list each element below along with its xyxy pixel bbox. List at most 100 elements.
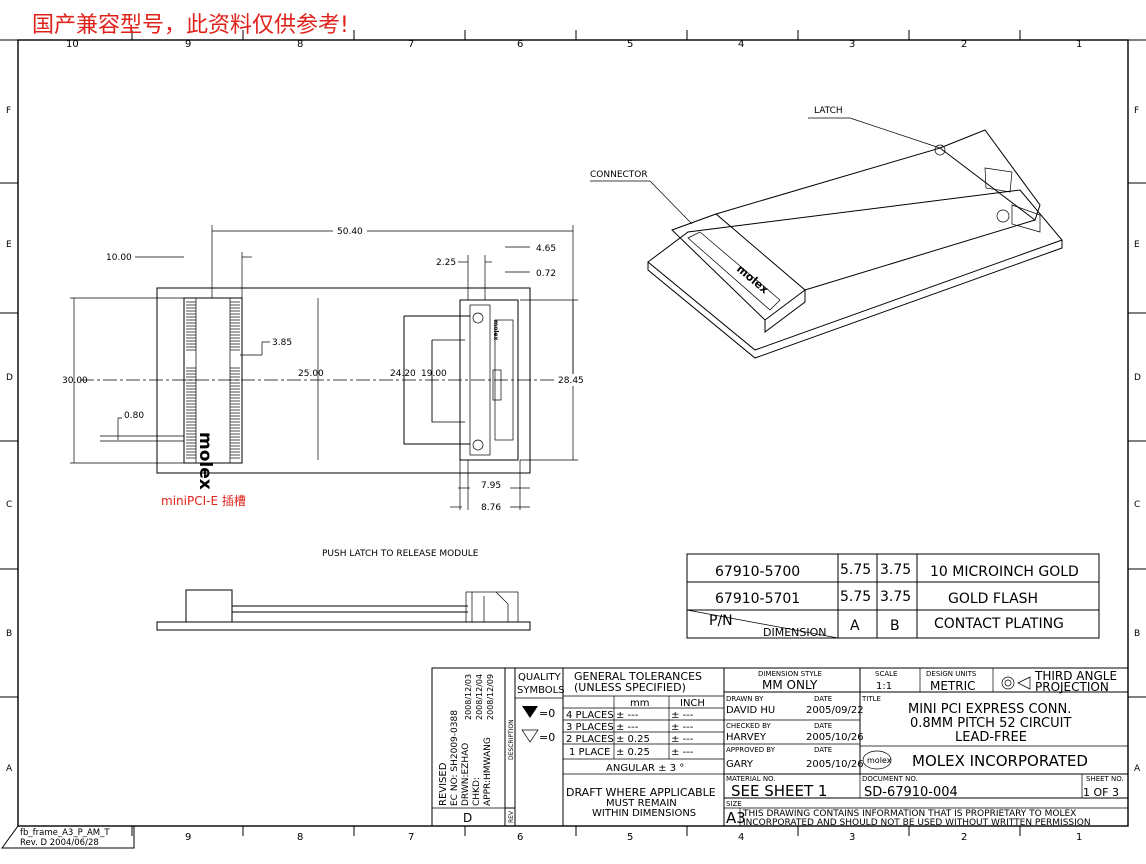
approved-by-label: APPROVED BY	[726, 746, 776, 754]
dim-50-40: 50.40	[337, 227, 363, 237]
isometric-view: molex LATCH CONNECTOR	[590, 106, 1063, 359]
checked-by-value: HARVEY	[726, 732, 767, 743]
angular-tol: ANGULAR ± 3 °	[606, 763, 684, 774]
material-label: MATERIAL NO.	[726, 775, 776, 783]
zone-label: 7	[408, 39, 414, 50]
zone-labels-top: 10 9 8 7 6 5 4 3 2 1	[66, 39, 1082, 50]
frame-label-name: fb_frame_A3_P_AM_T	[20, 828, 110, 838]
pcb-outline	[156, 287, 531, 474]
rev-date3: 2008/12/09	[486, 674, 495, 720]
latch-label: LATCH	[814, 106, 843, 116]
quality-sym-eq: =0	[539, 731, 555, 744]
zone-label: 9	[185, 39, 191, 50]
zone-label: 7	[408, 832, 414, 843]
tol-row-inch: ± ---	[671, 710, 694, 721]
row-label: D	[1134, 373, 1141, 383]
rev-ec-no: EC NO: SH2009-0388	[450, 710, 460, 806]
dim-a-value: 5.75	[840, 562, 871, 578]
approved-date-value: 2005/10/26	[806, 759, 864, 770]
dim-25-00: 25.00	[298, 369, 324, 379]
zone-label: 1	[1076, 39, 1082, 50]
zone-label: 6	[517, 39, 523, 50]
zone-label: 5	[627, 832, 633, 843]
dim-7-95: 7.95	[481, 481, 501, 491]
dim-a-value: 5.75	[840, 589, 871, 605]
tol-row-label: 1 PLACE	[569, 747, 610, 758]
tol-row-inch: ± ---	[671, 722, 694, 733]
zone-label: 2	[961, 39, 967, 50]
tol-mm-header: mm	[630, 698, 649, 709]
design-units-label: DESIGN UNITS	[926, 670, 977, 678]
gen-tol-sub: (UNLESS SPECIFIED)	[574, 681, 686, 694]
row-label: C	[6, 500, 12, 510]
zone-label: 3	[849, 832, 855, 843]
dim-b-value: 3.75	[880, 589, 911, 605]
row-label: A	[1134, 764, 1141, 774]
drawn-by-label: DRAWN BY	[726, 695, 764, 703]
minipci-caption: miniPCI-E 插槽	[161, 494, 246, 508]
projection-circle-icon	[1001, 676, 1015, 690]
tol-row-mm: ± 0.25	[616, 734, 650, 745]
dim-style-label: DIMENSION STYLE	[758, 670, 822, 678]
zone-label: 8	[297, 832, 303, 843]
frame-label-rev: Rev. D 2004/06/28	[20, 838, 99, 848]
design-units-value: METRIC	[930, 679, 976, 693]
row-label: F	[1134, 106, 1139, 116]
zone-label: 4	[738, 39, 744, 50]
projection-cone-icon	[1017, 676, 1031, 690]
latch-logo: molex	[492, 320, 499, 341]
sheet-value: 1 OF 3	[1083, 786, 1119, 799]
must-remain-note: MUST REMAIN	[606, 798, 677, 809]
size-value: A3	[726, 809, 746, 827]
tol-row-mm: ± ---	[616, 710, 639, 721]
checked-date-value: 2005/10/26	[806, 732, 864, 743]
plating-header: CONTACT PLATING	[934, 616, 1064, 632]
parts-table: 67910-5700 5.75 3.75 10 MICROINCH GOLD 6…	[686, 553, 1100, 639]
dim-b-value: 3.75	[880, 562, 911, 578]
dimension-header: DIMENSION	[763, 626, 827, 639]
rev-appr: APPR:HMWANG	[483, 737, 493, 806]
description-label: DESCRIPTION	[508, 719, 515, 760]
watermark-text: 国产兼容型号，此资料仅供参考!	[32, 13, 349, 38]
document-label: DOCUMENT NO.	[862, 775, 918, 783]
row-label: F	[6, 106, 11, 116]
checked-by-label: CHECKED BY	[726, 722, 772, 730]
gen-tol-title: GENERAL TOLERANCES	[574, 670, 702, 683]
zone-ticks	[0, 30, 1146, 836]
tol-row-label: 2 PLACES	[566, 734, 614, 745]
row-label: D	[6, 373, 13, 383]
rev-label: REV	[508, 810, 515, 823]
zone-label: 5	[627, 39, 633, 50]
row-label: B	[1134, 629, 1140, 639]
dim-24-20: 24.20	[390, 369, 416, 379]
top-view-connector: molex molex	[80, 287, 560, 490]
side-view	[156, 589, 531, 631]
rev-date1: 2008/12/03	[464, 674, 473, 720]
dim-19-00: 19.00	[421, 369, 447, 379]
zone-label: 1	[1076, 832, 1082, 843]
date-label: DATE	[814, 746, 832, 754]
triangle-outline-icon	[521, 729, 539, 743]
rev-revised: REVISED	[438, 762, 449, 806]
projection-line-1: THIRD ANGLE	[1034, 669, 1117, 683]
within-dims-note: WITHIN DIMENSIONS	[592, 808, 696, 819]
zone-label: 4	[738, 832, 744, 843]
title-line-1: MINI PCI EXPRESS CONN.	[908, 702, 1071, 717]
tol-row-label: 4 PLACES	[566, 710, 614, 721]
tol-inch-header: INCH	[680, 698, 705, 709]
connector-logo: molex	[195, 432, 215, 490]
date-label: DATE	[814, 695, 832, 703]
material-value: SEE SHEET 1	[731, 782, 827, 800]
molex-logo-icon	[862, 750, 892, 770]
document-value: SD-67910-004	[864, 785, 958, 800]
tol-row-inch: ± ---	[671, 734, 694, 745]
company-name: MOLEX INCORPORATED	[912, 752, 1088, 770]
iso-latch	[939, 129, 1041, 221]
dim-10-00: 10.00	[106, 253, 132, 263]
title-line-2: 0.8MM PITCH 52 CIRCUIT	[910, 716, 1071, 731]
plating-value: 10 MICROINCH GOLD	[930, 564, 1079, 580]
rev-letter: D	[463, 811, 472, 825]
dim-8-76: 8.76	[481, 503, 501, 513]
dim-30-00: 30.00	[62, 376, 88, 386]
